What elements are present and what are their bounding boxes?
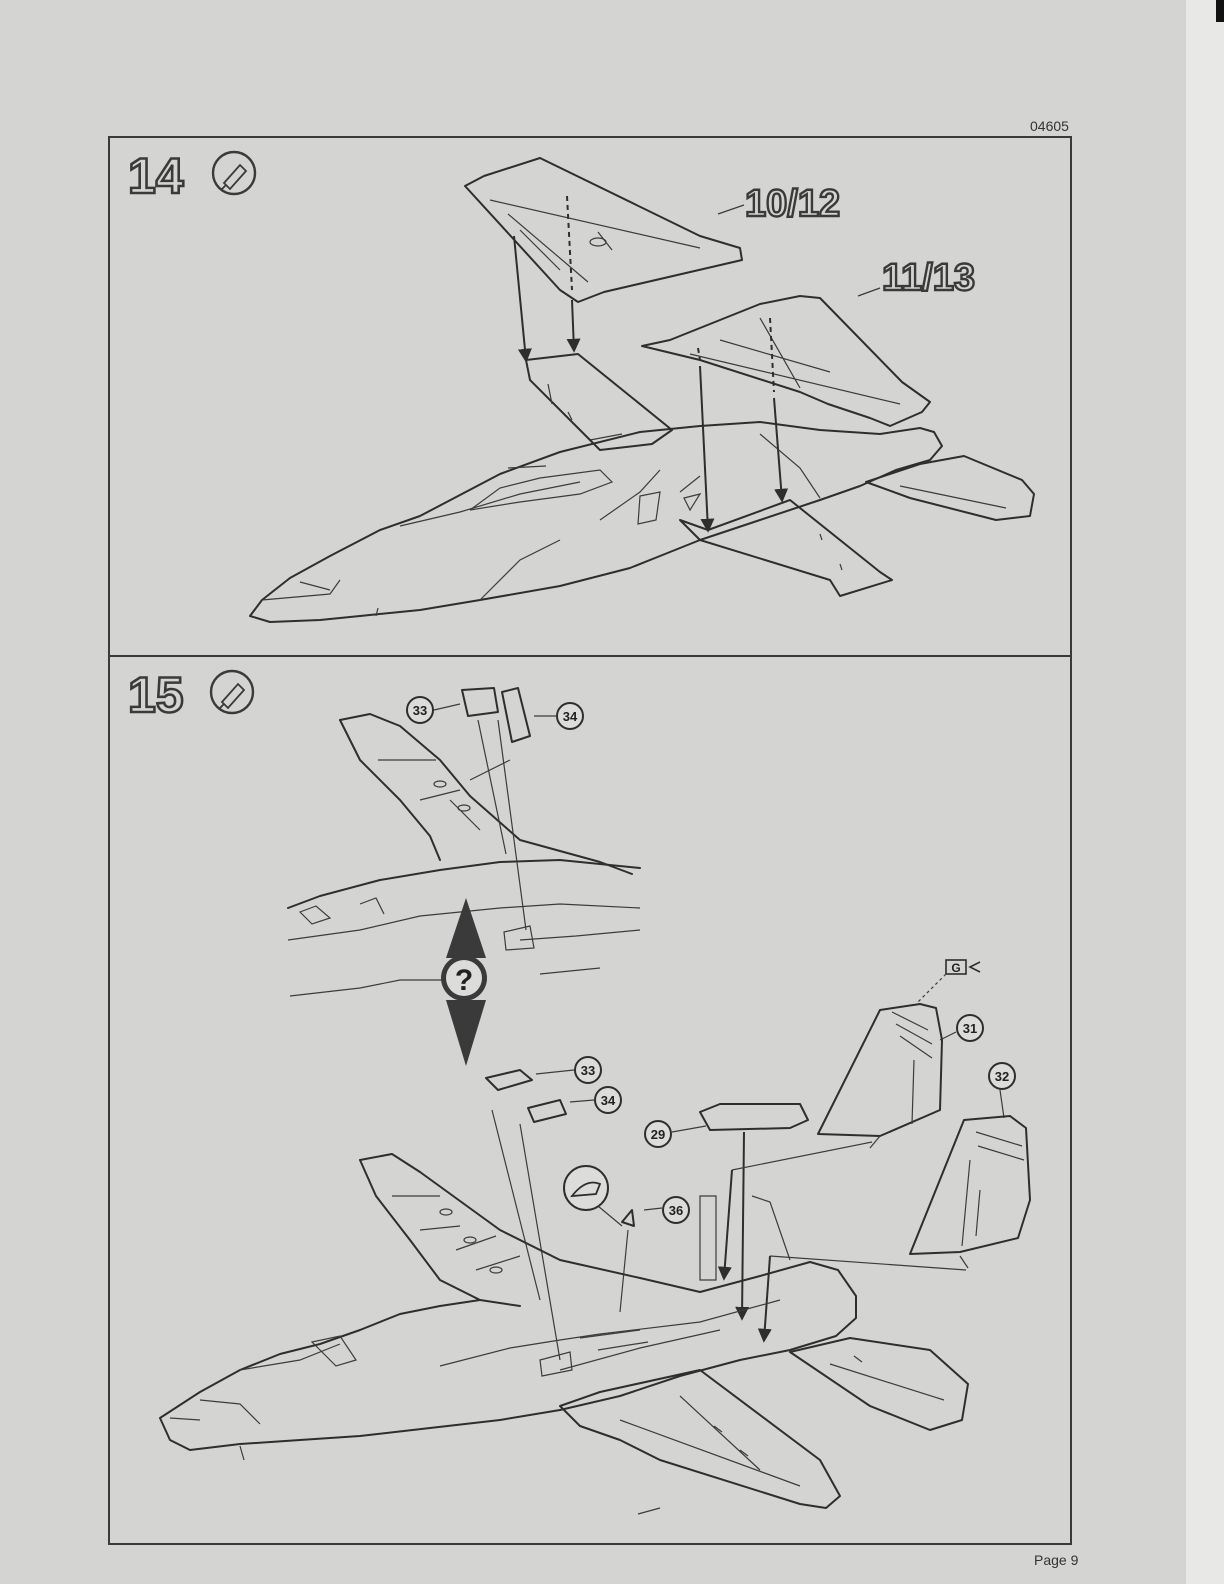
decal-marker-g: G bbox=[918, 960, 980, 1002]
step15-number: 15 bbox=[128, 667, 184, 723]
glue-icon bbox=[213, 152, 255, 194]
svg-text:34: 34 bbox=[601, 1093, 616, 1108]
part-36 bbox=[622, 1210, 634, 1226]
svg-text:36: 36 bbox=[669, 1203, 683, 1218]
step14-header: 14 bbox=[128, 148, 255, 204]
svg-text:G: G bbox=[951, 961, 960, 975]
part-34 bbox=[528, 1100, 566, 1122]
svg-text:32: 32 bbox=[995, 1069, 1009, 1084]
svg-text:10/12: 10/12 bbox=[745, 183, 840, 225]
step14-fuselage bbox=[250, 354, 1034, 622]
step14-number: 14 bbox=[128, 148, 184, 204]
step14-label-1012: 10/12 bbox=[718, 183, 840, 225]
callout-34: 34 bbox=[570, 1087, 621, 1113]
detail-magnifier bbox=[564, 1166, 634, 1312]
part-33 bbox=[486, 1070, 532, 1090]
svg-text:34: 34 bbox=[563, 709, 578, 724]
svg-text:11/13: 11/13 bbox=[882, 257, 975, 299]
step14-right-wing bbox=[642, 296, 930, 426]
svg-text:33: 33 bbox=[413, 703, 427, 718]
step14-label-1113: 11/13 bbox=[858, 257, 975, 299]
step14-left-wing bbox=[465, 158, 742, 302]
callout-34-top: 34 bbox=[534, 703, 583, 729]
svg-text:31: 31 bbox=[963, 1021, 977, 1036]
callout-32: 32 bbox=[989, 1063, 1015, 1118]
callout-33-top: 33 bbox=[407, 697, 460, 723]
glue-icon bbox=[211, 671, 253, 713]
part-29 bbox=[700, 1104, 808, 1130]
callout-29: 29 bbox=[645, 1121, 706, 1147]
fin-31 bbox=[818, 1004, 942, 1148]
callout-31: 31 bbox=[940, 1015, 983, 1041]
svg-text:33: 33 bbox=[581, 1063, 595, 1078]
step15-header: 15 bbox=[128, 667, 253, 723]
step15-fuselage bbox=[160, 1154, 968, 1508]
svg-text:29: 29 bbox=[651, 1127, 665, 1142]
fin-32 bbox=[910, 1116, 1030, 1268]
option-arrow: ? bbox=[441, 898, 487, 1066]
callout-33: 33 bbox=[536, 1057, 601, 1083]
option-question-mark: ? bbox=[455, 964, 473, 997]
